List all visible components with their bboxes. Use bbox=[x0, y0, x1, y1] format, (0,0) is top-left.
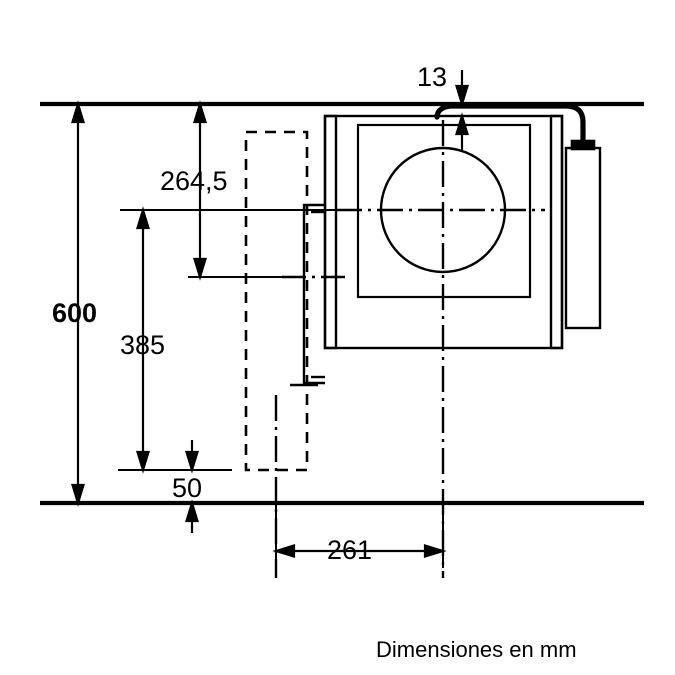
power-cable bbox=[434, 103, 586, 144]
dimension-50 bbox=[185, 440, 199, 533]
dimension-13 bbox=[455, 70, 469, 150]
dimension-264-5 bbox=[193, 100, 207, 281]
dimension-label-600: 600 bbox=[52, 298, 98, 328]
hidden-outline bbox=[244, 130, 309, 472]
dimension-385 bbox=[136, 206, 150, 474]
dimension-label-385: 385 bbox=[120, 330, 166, 360]
dimension-600 bbox=[71, 100, 85, 507]
units-caption: Dimensiones en mm bbox=[376, 637, 577, 662]
dimension-label-261: 261 bbox=[327, 535, 373, 565]
dimension-label-13: 13 bbox=[417, 62, 448, 92]
extension-lines bbox=[118, 209, 444, 568]
motor-housing bbox=[323, 114, 564, 350]
dimension-label-264-5: 264,5 bbox=[160, 166, 228, 196]
dimension-label-50: 50 bbox=[172, 473, 203, 503]
terminal-box bbox=[564, 139, 602, 330]
dimension-261 bbox=[272, 544, 447, 558]
side-flange bbox=[302, 203, 325, 385]
